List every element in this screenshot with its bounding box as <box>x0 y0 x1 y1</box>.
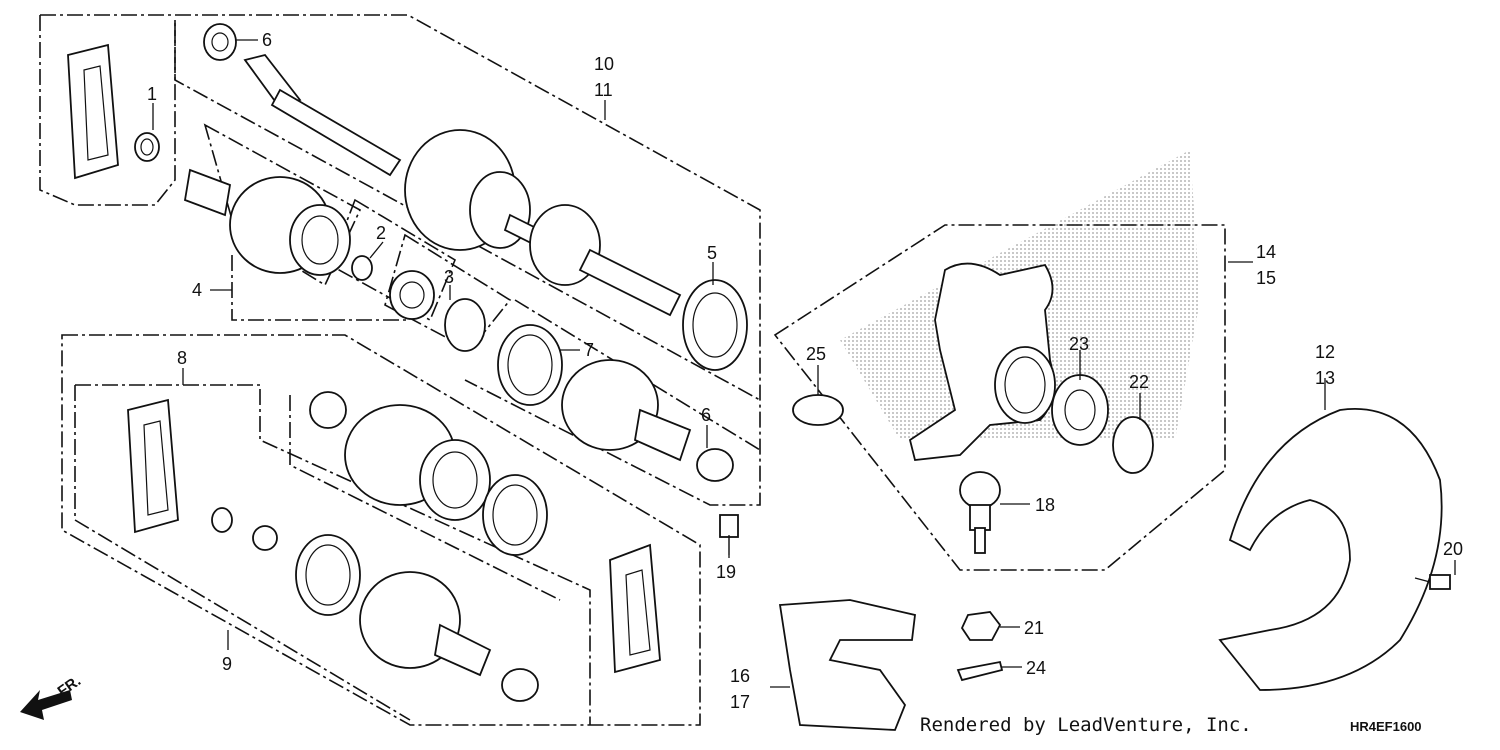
castle-nut-icon <box>960 611 1002 641</box>
ball-joint-icon <box>959 471 1001 554</box>
circlip-icon <box>134 132 160 162</box>
bolt-20-icon <box>1414 574 1451 590</box>
boot-icon <box>497 324 692 462</box>
callout-17: 17 <box>730 692 750 712</box>
snap-ring-25-icon <box>792 394 844 426</box>
front-direction-arrow-icon <box>20 690 72 720</box>
callout-12: 12 <box>1315 342 1335 362</box>
callout-18: 18 <box>1035 495 1055 515</box>
snap-ring-22-icon <box>1112 416 1154 474</box>
kit-boot-upper-icon <box>309 391 548 556</box>
splash-guard-icon <box>1218 408 1443 691</box>
callout-8: 8 <box>177 348 187 368</box>
callout-3: 3 <box>444 267 454 287</box>
callout-9: 9 <box>222 654 232 674</box>
circlip-3-icon <box>444 298 486 352</box>
diagram-code: HR4EF1600 <box>1350 719 1422 734</box>
callout-15: 15 <box>1256 268 1276 288</box>
callout-19: 19 <box>716 562 736 582</box>
driveshaft-assembly-icon <box>243 53 748 371</box>
callout-4: 4 <box>192 280 202 300</box>
band-clamp-icon <box>203 23 237 61</box>
callout-10: 10 <box>594 54 614 74</box>
grease-pack-kit-icon <box>127 398 179 534</box>
callout-11: 11 <box>594 80 613 100</box>
callout-labels: 1 2 3 4 5 6 6 7 8 9 10 11 12 13 14 15 16… <box>147 30 1463 712</box>
inboard-joint-icon <box>183 168 351 276</box>
grease-pack-right-icon <box>609 543 661 674</box>
callout-2: 2 <box>376 223 386 243</box>
hub-bearing-icon <box>1051 374 1109 446</box>
callout-13: 13 <box>1315 368 1335 388</box>
grease-pack-icon <box>67 43 119 180</box>
callout-14: 14 <box>1256 242 1276 262</box>
band-clamp-lower-icon <box>696 448 734 482</box>
kit-boot-lower-icon <box>295 534 539 702</box>
credit-text: Rendered by LeadVenture, Inc. <box>920 714 1252 736</box>
bearing-cage-icon <box>389 270 435 320</box>
callout-25: 25 <box>806 344 826 364</box>
callout-7: 7 <box>584 340 594 360</box>
callout-6-lower: 6 <box>701 405 711 425</box>
leader-lines <box>152 39 1456 688</box>
callout-20: 20 <box>1443 539 1463 559</box>
kit-clips-icon <box>211 507 278 551</box>
cotter-pin-icon <box>956 660 1004 682</box>
bracket-icon <box>778 599 916 731</box>
callout-23: 23 <box>1069 334 1089 354</box>
callout-21: 21 <box>1024 618 1044 638</box>
steering-knuckle-icon <box>908 262 1056 461</box>
group-outlines <box>39 14 1226 726</box>
callout-24: 24 <box>1026 658 1046 678</box>
callout-5: 5 <box>707 243 717 263</box>
callout-22: 22 <box>1129 372 1149 392</box>
snap-ring-icon <box>351 255 373 281</box>
callout-16: 16 <box>730 666 750 686</box>
callout-1: 1 <box>147 84 157 104</box>
callout-6-top: 6 <box>262 30 272 50</box>
